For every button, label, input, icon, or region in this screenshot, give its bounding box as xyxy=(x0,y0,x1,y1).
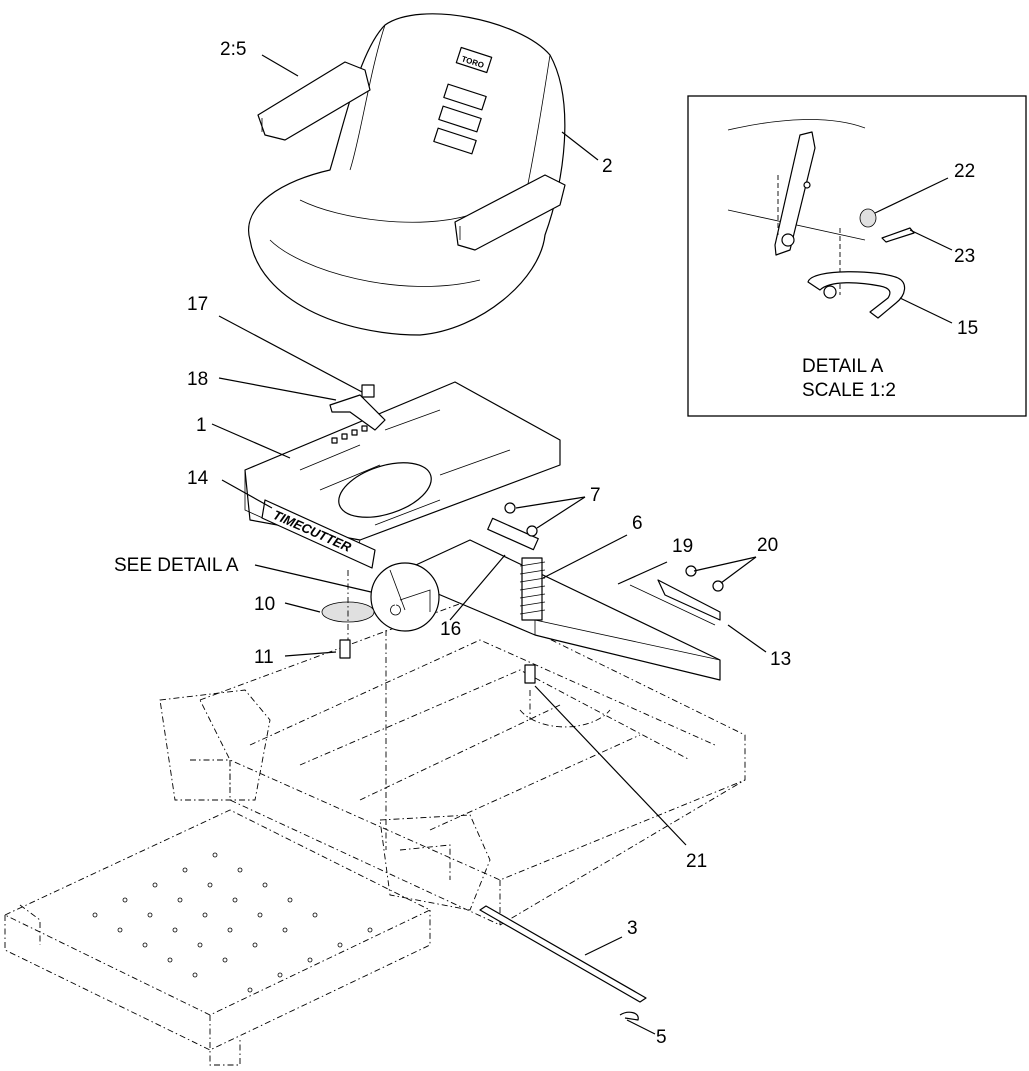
callout-2-5: 2:5 xyxy=(220,39,246,60)
callout-23: 23 xyxy=(954,246,975,267)
callout-15: 15 xyxy=(957,318,978,339)
callout-11: 11 xyxy=(254,647,274,668)
bolt xyxy=(712,580,724,592)
callout-20: 20 xyxy=(757,535,778,556)
screw xyxy=(339,639,351,659)
hairpin xyxy=(619,1011,639,1021)
side-bracket xyxy=(657,579,721,621)
spring-bolt xyxy=(524,664,536,684)
callout-17: 17 xyxy=(187,294,208,315)
callout-2: 2 xyxy=(602,156,613,177)
nut xyxy=(504,502,516,514)
callout-7: 7 xyxy=(590,485,601,506)
detail-a-marker xyxy=(370,562,440,632)
callout-10: 10 xyxy=(254,594,275,615)
mower-frame xyxy=(3,599,746,1066)
pivot-rod xyxy=(479,905,647,1003)
callout-16: 16 xyxy=(440,619,461,640)
seat: TORO xyxy=(248,13,566,336)
see-detail-a: SEE DETAIL A xyxy=(114,555,239,576)
detail-a-scale: SCALE 1:2 xyxy=(802,380,896,401)
callout-14: 14 xyxy=(187,468,209,489)
cotter-pin-23 xyxy=(881,227,915,243)
callout-6: 6 xyxy=(632,513,643,534)
detail-a-panel xyxy=(687,95,1027,417)
callout-3: 3 xyxy=(627,918,638,939)
callout-19: 19 xyxy=(672,536,693,557)
pin-15 xyxy=(807,271,906,319)
callout-1: 1 xyxy=(196,415,207,436)
detail-a-title: DETAIL A xyxy=(802,356,884,377)
deck-holes xyxy=(92,852,373,993)
callout-13: 13 xyxy=(770,649,791,670)
seat-plate: TIMECUTTER xyxy=(244,381,561,569)
suspension-spring xyxy=(519,557,546,621)
callout-5: 5 xyxy=(656,1027,667,1048)
leader-lines xyxy=(211,54,953,1035)
callout-labels: 2:5 2 17 18 1 14 7 6 19 20 SEE DETAIL A … xyxy=(114,39,978,1048)
nut xyxy=(526,525,538,537)
adjust-lever xyxy=(329,384,386,431)
callout-21: 21 xyxy=(686,851,707,872)
washer-22 xyxy=(859,208,877,228)
callout-22: 22 xyxy=(954,161,975,182)
callout-18: 18 xyxy=(187,369,208,390)
